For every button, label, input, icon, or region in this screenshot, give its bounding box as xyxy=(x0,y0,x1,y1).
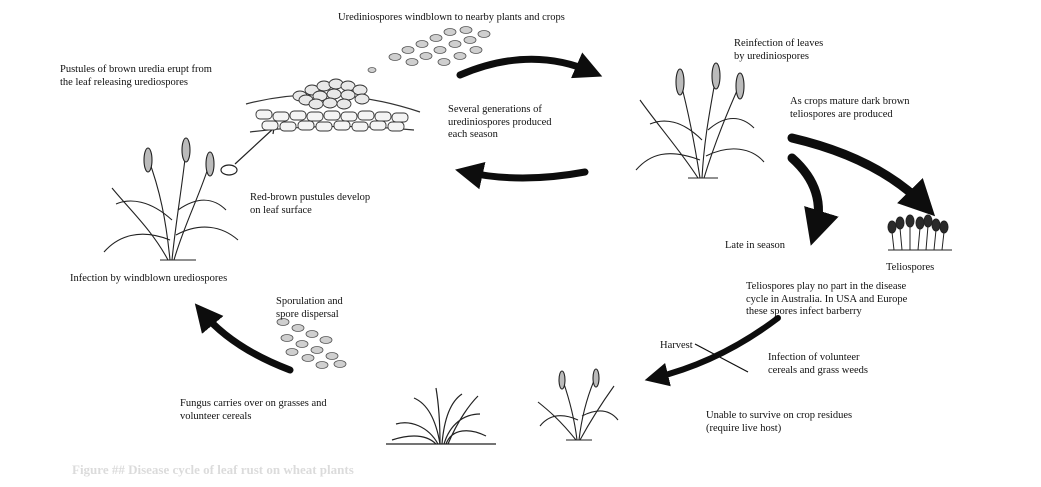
harvest-cross-line xyxy=(695,344,748,372)
wheat-plant-top-right xyxy=(636,63,764,178)
label-generations: Several generations of urediniospores pr… xyxy=(448,104,552,142)
arrow-to-reinfection xyxy=(460,59,592,75)
arrow-late-season xyxy=(792,158,818,232)
label-reinfection: Reinfection of leaves by urediniospores xyxy=(734,38,823,63)
label-harvest: Harvest xyxy=(660,340,693,353)
grass-tuft xyxy=(386,388,496,444)
uredia-cross-section xyxy=(246,79,420,132)
label-infection-windblown: Infection by windblown urediospores xyxy=(70,273,227,286)
label-windblown-nearby: Urediniospores windblown to nearby plant… xyxy=(338,12,565,25)
spore-cluster-top xyxy=(368,27,490,73)
figure-caption: Figure ## Disease cycle of leaf rust on … xyxy=(72,462,354,478)
label-teliospores-no-part: Teliospores play no part in the disease … xyxy=(746,281,907,319)
teliospores-cluster xyxy=(888,215,952,250)
label-red-brown-pustules: Red-brown pustules develop on leaf surfa… xyxy=(250,192,370,217)
wheat-plant-bottom xyxy=(538,369,618,440)
label-teliospores-produced: As crops mature dark brown teliospores a… xyxy=(790,96,910,121)
label-teliospores: Teliospores xyxy=(886,262,934,275)
wheat-plant-left xyxy=(104,138,238,260)
spore-cluster-bottom xyxy=(277,319,346,369)
label-sporulation: Sporulation and spore dispersal xyxy=(276,296,343,321)
label-fungus-carries: Fungus carries over on grasses and volun… xyxy=(180,398,327,423)
label-pustules-erupt: Pustules of brown uredia erupt from the … xyxy=(60,64,212,89)
label-unable-survive: Unable to survive on crop residues (requ… xyxy=(706,410,852,435)
label-late-in-season: Late in season xyxy=(725,240,785,253)
label-volunteer-infection: Infection of volunteer cereals and grass… xyxy=(768,352,868,377)
arrow-generations-return xyxy=(466,172,585,178)
magnify-pointer xyxy=(221,128,274,175)
arrow-to-teliospores xyxy=(792,138,925,206)
